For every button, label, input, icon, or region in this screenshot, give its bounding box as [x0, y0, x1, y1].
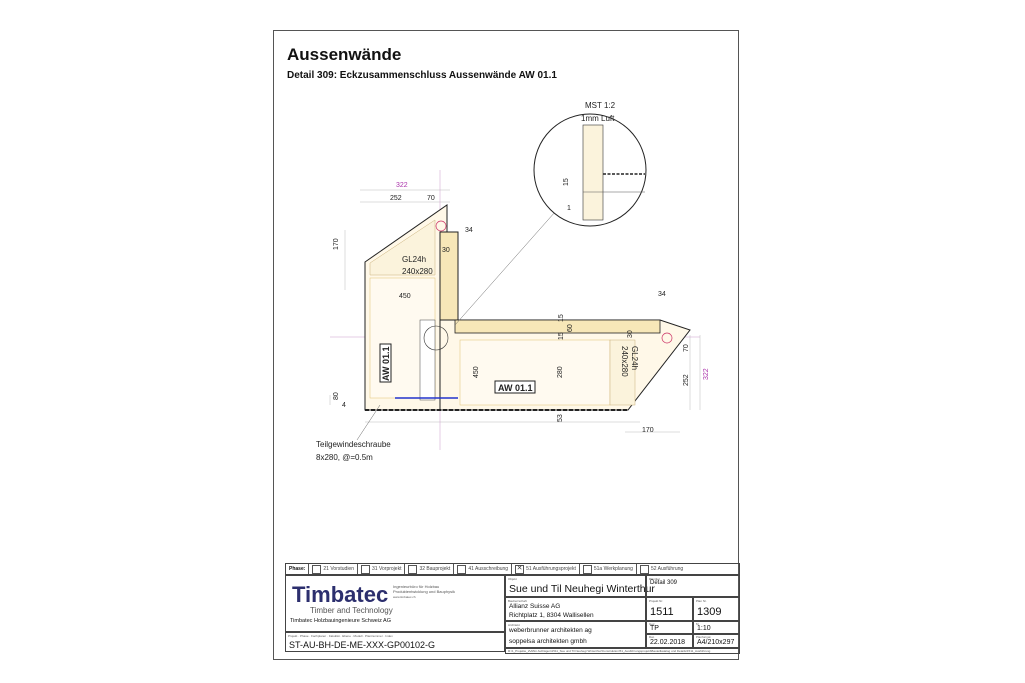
phase-item[interactable]: 52 Ausführung	[635, 564, 686, 574]
plan-title-label: Plantitel	[649, 577, 660, 581]
checkbox[interactable]	[582, 564, 592, 574]
plan-code-block: Projekt · Phase · Fachplaner · Fakultät …	[285, 632, 505, 652]
construction-detail-drawing: MST 1:2 1mm Luft 322 252 70 170 34 30 45…	[316, 101, 710, 462]
dim-53: 53	[557, 414, 564, 422]
plan-number-cell: Plan Nr. 1309	[693, 597, 740, 621]
dim-280: 280	[557, 366, 564, 378]
checkbox[interactable]	[639, 564, 649, 574]
material-size: 240x280	[402, 267, 433, 276]
material-size: 240x280	[620, 346, 629, 377]
magnified-detail-circle	[533, 113, 647, 227]
drawn-by: TP	[650, 625, 659, 632]
format-label: Planformat	[696, 635, 711, 639]
phase-item[interactable]: 32 Bauprojekt	[404, 564, 453, 574]
screw-note: Teilgewindeschraube	[316, 440, 391, 449]
date-label: Dat.	[649, 635, 655, 639]
dim-170: 170	[642, 427, 654, 434]
dim-450: 450	[473, 366, 480, 378]
checked-checkbox[interactable]: ✕	[515, 564, 525, 574]
dim-322: 322	[703, 368, 710, 380]
logo-tagline: Timber and Technology	[310, 606, 393, 615]
dim-15: 15	[558, 314, 565, 322]
project-number: 1511	[650, 606, 674, 618]
date: 22.02.2018	[650, 639, 686, 646]
wall-type-tag: AW 01.1	[498, 383, 533, 393]
plan-number-label: Plan Nr.	[696, 599, 707, 603]
code-label: Projekt · Phase · Fachplaner · Fakultät …	[288, 634, 393, 638]
dim-252: 252	[390, 195, 402, 202]
dim-322: 322	[396, 182, 408, 189]
dim-80: 80	[333, 392, 340, 400]
checkbox[interactable]	[408, 564, 418, 574]
client-cell: Bauherrschaft Allianz Suisse AG Richtpla…	[505, 597, 646, 621]
client-label: Bauherrschaft	[508, 599, 527, 603]
file-path-cell: R:\1_Projekte_2\All\In Aufträgen\1511_Su…	[505, 648, 740, 654]
plan-code: ST-AU-BH-DE-ME-XXX-GP00102-G	[289, 640, 436, 650]
company-block: Timbatec Timber and Technology Timbatec …	[285, 575, 505, 632]
dim-252: 252	[683, 374, 690, 386]
file-path: R:\1_Projekte_2\All\In Aufträgen\1511_Su…	[508, 649, 711, 653]
dim-15: 15	[558, 332, 565, 340]
architect-label: Architekt	[508, 623, 520, 627]
scale-label: M	[696, 622, 699, 626]
project-number-label: Projekt Nr.	[649, 599, 664, 603]
wall-type-tag: AW 01.1	[381, 346, 391, 381]
company-name: Timbatec Holzbauingenieure Schweiz AG	[290, 618, 391, 624]
object-cell: Objekt Sue und Til Neuhegi Winterthur	[505, 575, 655, 597]
drawn-by-label: Gez.	[649, 622, 656, 626]
scale-note: MST 1:2	[585, 101, 616, 110]
plan-number: 1309	[697, 606, 722, 618]
client-name: Allianz Suisse AG	[509, 603, 561, 610]
drawing-sheet	[273, 30, 739, 660]
phase-item[interactable]: 41 Ausschreibung	[453, 564, 511, 574]
client-address: Richtplatz 1, 8304 Wallisellen	[509, 612, 594, 619]
company-web: www.timbatec.ch	[393, 595, 416, 599]
plan-title-cell: Plantitel Detail 309	[646, 575, 740, 597]
phase-item-selected[interactable]: ✕51 Ausführungsprojekt	[511, 564, 579, 574]
scale: 1:10	[697, 625, 711, 632]
format-cell: Planformat A4/210x297	[693, 634, 740, 648]
project-number-cell: Projekt Nr. 1511	[646, 597, 693, 621]
dim-30: 30	[627, 330, 634, 338]
checkbox[interactable]	[312, 564, 322, 574]
dim-4: 4	[342, 402, 346, 409]
company-desc: Produktentwicklung und Bauphysik	[393, 589, 456, 594]
dim-70: 70	[427, 195, 435, 202]
timbatec-logo: Timbatec	[292, 582, 389, 607]
object-name: Sue und Til Neuhegi Winterthur	[509, 583, 655, 595]
gap-note: 1mm Luft	[581, 114, 615, 123]
date-cell: Dat. 22.02.2018	[646, 634, 693, 648]
architect-name: soppelsa architekten gmbh	[509, 638, 587, 645]
phase-label: Phase:	[289, 566, 306, 572]
dim-170: 170	[333, 238, 340, 250]
architect-cell: Architekt weberbrunner architekten ag so…	[505, 621, 646, 648]
dim-15: 15	[563, 178, 570, 186]
object-label: Objekt	[508, 577, 517, 581]
material-label: GL24h	[402, 255, 426, 264]
material-label: GL24h	[630, 346, 639, 370]
company-desc: Ingenieurbüro für Holzbau	[393, 584, 440, 589]
scale-cell: M 1:10	[693, 621, 740, 634]
dim-34: 34	[465, 227, 473, 234]
dim-450: 450	[399, 293, 411, 300]
detail-subtitle: Detail 309: Eckzusammenschluss Aussenwän…	[287, 70, 557, 81]
phase-row: Phase: 21 Vorstudien 31 Vorprojekt 32 Ba…	[285, 563, 740, 575]
dim-30: 30	[442, 247, 450, 254]
checkbox[interactable]	[361, 564, 370, 574]
phase-item[interactable]: 31 Vorprojekt	[357, 564, 404, 574]
dim-1: 1	[567, 205, 571, 212]
plan-title: Detail 309	[650, 580, 678, 586]
dim-70: 70	[683, 344, 690, 352]
phase-item[interactable]: 51a Werkplanung	[578, 564, 636, 574]
architect-name: weberbrunner architekten ag	[509, 627, 592, 634]
drawn-by-cell: Gez. TP	[646, 621, 693, 634]
checkbox[interactable]	[457, 564, 467, 574]
plan-format: A4/210x297	[697, 639, 735, 646]
page-title: Aussenwände	[287, 45, 402, 64]
dim-34: 34	[658, 291, 666, 298]
dim-60: 60	[567, 324, 574, 332]
phase-item[interactable]: 21 Vorstudien	[308, 564, 357, 574]
screw-spec: 8x280, @=0.5m	[316, 453, 373, 462]
